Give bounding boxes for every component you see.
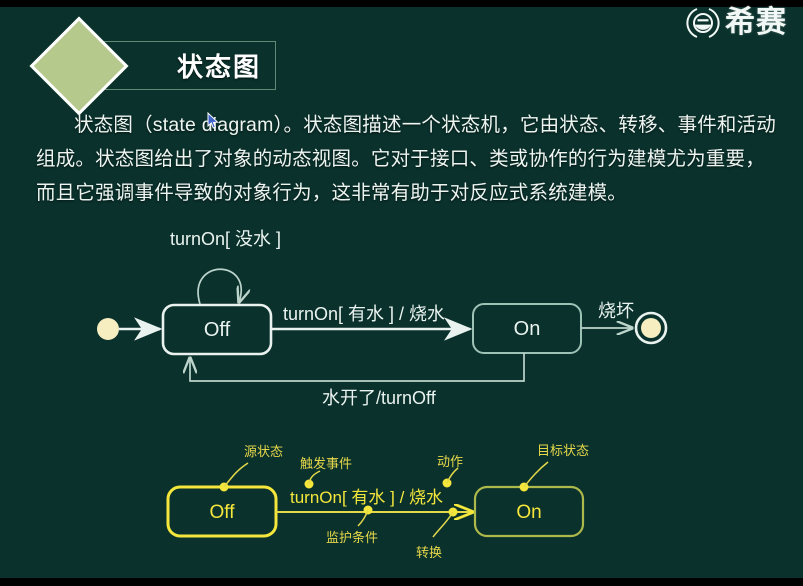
final-state-ring [634, 311, 668, 345]
annotated-state-off-label: Off [210, 502, 236, 523]
callout-dot-guard-condition [363, 505, 373, 515]
mouse-pointer-icon [207, 111, 219, 130]
off-to-on-label: turnOn[ 有水 ] / 烧水 [283, 304, 445, 324]
callout-dot-source-state [219, 482, 229, 492]
diamond-decoration-icon [29, 16, 129, 116]
title-plate: 状态图 [96, 41, 276, 90]
state-off-box [161, 303, 273, 356]
self-loop-arrow [197, 268, 241, 304]
initial-state-node [97, 318, 119, 340]
page-title: 状态图 [176, 52, 261, 82]
circle-logo-icon [686, 6, 720, 40]
annotated-transition-label: turnOn[ 有水 ] / 烧水 [290, 488, 443, 507]
annotated-state-on-box [473, 485, 585, 538]
body-paragraph: 状态图（state diagram）。状态图描述一个状态机，它由状态、转移、事件… [36, 114, 776, 204]
state-off-label: Off [204, 319, 231, 341]
annotation-source-state: 源状态 [244, 445, 283, 460]
callout-dot-action [442, 478, 452, 488]
callout-line-transition [432, 511, 454, 538]
callout-dot-target-state [519, 482, 529, 492]
callout-line-guard-condition [357, 509, 369, 527]
annotation-target-state: 目标状态 [537, 444, 589, 459]
brand-logo: 希赛 [686, 6, 787, 40]
state-on-box [472, 303, 582, 354]
on-to-final-label: 烧坏 [598, 301, 634, 321]
on-to-off-label: 水开了/turnOff [322, 388, 437, 408]
callout-dot-trigger-event [304, 479, 314, 489]
on-to-off-arrow [190, 353, 525, 382]
callout-line-trigger-event [308, 470, 321, 485]
annotated-state-off-box [166, 485, 278, 538]
callout-line-source-state [223, 462, 249, 488]
bottom-letterbox-bar [0, 578, 803, 586]
annotation-trigger-event: 触发事件 [300, 456, 352, 472]
top-letterbox-bar [0, 0, 803, 7]
callout-line-action [446, 467, 459, 484]
annotation-guard-condition: 监护条件 [326, 530, 378, 546]
callout-dot-transition [448, 507, 458, 517]
self-loop-label: turnOn[ 没水 ] [170, 229, 281, 249]
final-state-node [641, 318, 661, 338]
annotation-transition: 转换 [416, 546, 442, 561]
brand-name: 希赛 [725, 6, 787, 39]
annotation-action: 动作 [437, 455, 463, 470]
state-on-label: On [514, 318, 541, 340]
callout-line-target-state [523, 461, 549, 488]
annotated-state-on-label: On [516, 502, 541, 523]
